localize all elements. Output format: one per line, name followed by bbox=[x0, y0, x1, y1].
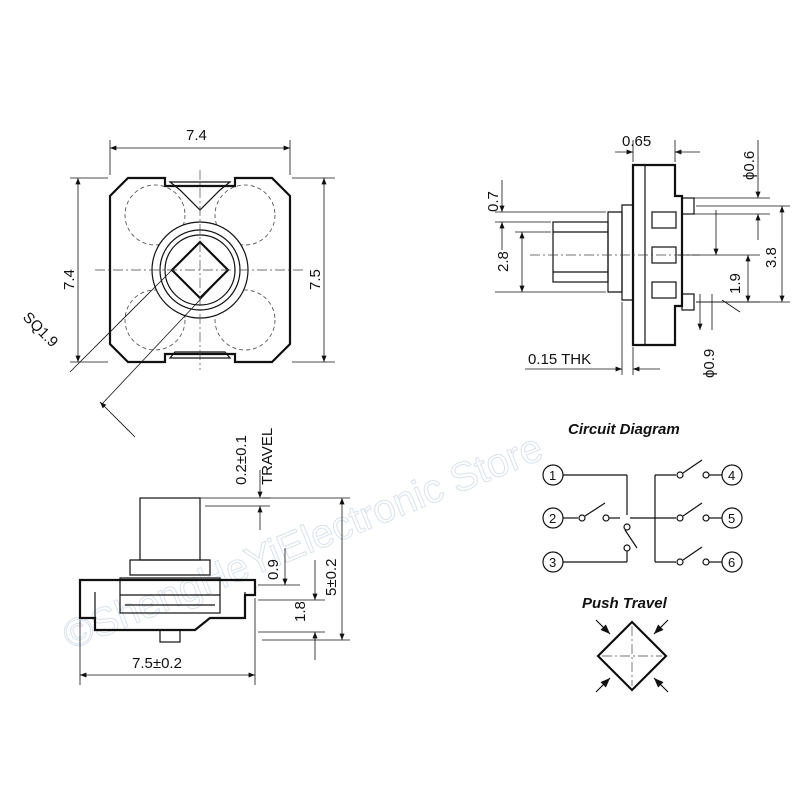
side-view: 0.65 ϕ0.6 0.7 2.8 3.8 1.9 ϕ0.9 bbox=[485, 133, 790, 378]
svg-text:1: 1 bbox=[549, 468, 556, 483]
pin-6: 6 bbox=[721, 551, 743, 573]
dim-28-label: 2.8 bbox=[495, 251, 512, 272]
push-travel-title: Push Travel bbox=[582, 595, 668, 612]
travel-word: TRAVEL bbox=[259, 428, 276, 485]
front-view: 0.2±0.1 TRAVEL 5±0.2 0.9 1.8 7.5±0.2 bbox=[78, 428, 350, 685]
pin-5: 5 bbox=[721, 507, 743, 529]
pin-4: 4 bbox=[721, 464, 743, 486]
dim-38-label: 3.8 bbox=[763, 247, 780, 268]
circuit-title: Circuit Diagram bbox=[568, 421, 680, 438]
watermark: ©ShengHeYiElectronic Store bbox=[57, 425, 549, 658]
svg-text:3: 3 bbox=[549, 555, 556, 570]
dim-18-label: 1.8 bbox=[292, 601, 309, 622]
travel-label: 0.2±0.1 bbox=[233, 435, 250, 485]
top-side-label: 7.5 bbox=[307, 269, 324, 290]
svg-text:4: 4 bbox=[728, 468, 735, 483]
svg-text:2: 2 bbox=[549, 511, 556, 526]
thickness-label: 0.15 THK bbox=[528, 351, 591, 368]
top-height-label: 7.4 bbox=[61, 269, 78, 290]
svg-text:5: 5 bbox=[728, 511, 735, 526]
height-label: 5±0.2 bbox=[323, 559, 340, 596]
width-label: 7.5±0.2 bbox=[132, 655, 182, 672]
pin-dia-bottom-label: ϕ0.9 bbox=[701, 349, 718, 378]
push-travel: Push Travel bbox=[582, 595, 669, 693]
pin-2: 2 bbox=[542, 507, 564, 529]
circuit-diagram: Circuit Diagram 1 2 3 4 5 6 bbox=[542, 421, 743, 573]
pin-3: 3 bbox=[542, 551, 564, 573]
pin-dia-top-label: ϕ0.6 bbox=[741, 151, 758, 180]
dim-09-label: 0.9 bbox=[265, 559, 282, 580]
top-width-label: 7.4 bbox=[186, 127, 207, 144]
dim-19-label: 1.9 bbox=[727, 273, 744, 294]
pin-1: 1 bbox=[542, 464, 564, 486]
top-view: 7.4 7.4 7.5 SQ1.9 bbox=[19, 127, 335, 438]
svg-text:6: 6 bbox=[728, 555, 735, 570]
dim-07-label: 0.7 bbox=[485, 191, 502, 212]
shaft-size-label: SQ1.9 bbox=[19, 309, 61, 351]
side-shaft-label: 0.65 bbox=[622, 133, 651, 150]
